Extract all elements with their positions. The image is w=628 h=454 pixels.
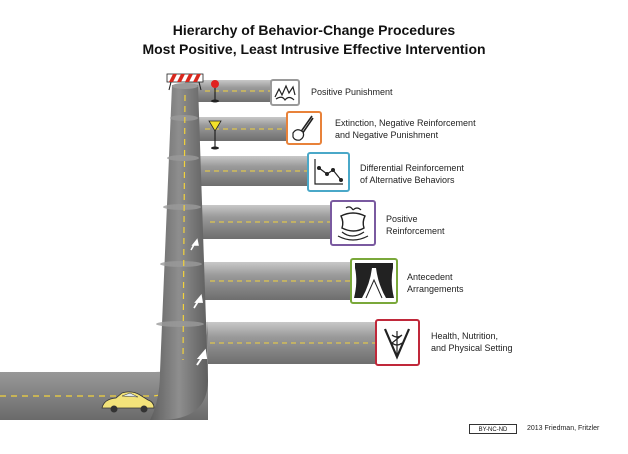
level-label-positive-reinforcement: Positive Reinforcement — [386, 214, 445, 236]
direction-arrow-icon — [190, 238, 208, 366]
diagram-title: Hierarchy of Behavior-Change Procedures — [172, 22, 456, 38]
credit-text: 2013 Friedman, Fritzler — [527, 425, 600, 432]
abstract-scribble-icon — [274, 84, 296, 102]
license-badge: BY-NC-ND — [469, 424, 517, 434]
branch-road-1 — [185, 80, 285, 102]
branch-road-6 — [185, 322, 390, 364]
positive-reinforcement-box — [330, 200, 376, 246]
positive-punishment-box — [270, 79, 300, 106]
treat-pouch-icon — [337, 206, 369, 241]
branch-road-5 — [185, 262, 365, 300]
level-label-differential-reinforcement: Differential Reinforcement of Alternativ… — [360, 163, 464, 185]
health-nutrition-box — [375, 319, 420, 366]
extinction-box — [286, 111, 322, 145]
differential-reinforcement-box — [307, 152, 350, 192]
level-label-antecedent-arrangements: Antecedent Arrangements — [407, 272, 464, 294]
caduceus-icon — [383, 328, 411, 360]
yellow-yield-sign-icon — [208, 120, 222, 150]
descending-line-chart-icon — [314, 159, 343, 185]
road-barrier-icon — [166, 73, 204, 91]
branch-road-3 — [185, 156, 320, 186]
branch-road-4 — [185, 205, 345, 239]
hand-with-brush-icon — [292, 115, 314, 141]
antecedent-arrangements-box — [350, 258, 398, 304]
level-label-extinction: Extinction, Negative Reinforcement and N… — [335, 118, 476, 140]
level-label-health-nutrition: Health, Nutrition, and Physical Setting — [431, 331, 513, 353]
trunk-road — [150, 83, 208, 420]
red-stop-light-icon — [211, 80, 219, 103]
stage-curtain-icon — [354, 263, 394, 299]
level-label-positive-punishment: Positive Punishment — [311, 87, 393, 97]
yellow-car-icon — [101, 391, 155, 413]
diagram-subtitle: Most Positive, Least Intrusive Effective… — [142, 41, 486, 57]
